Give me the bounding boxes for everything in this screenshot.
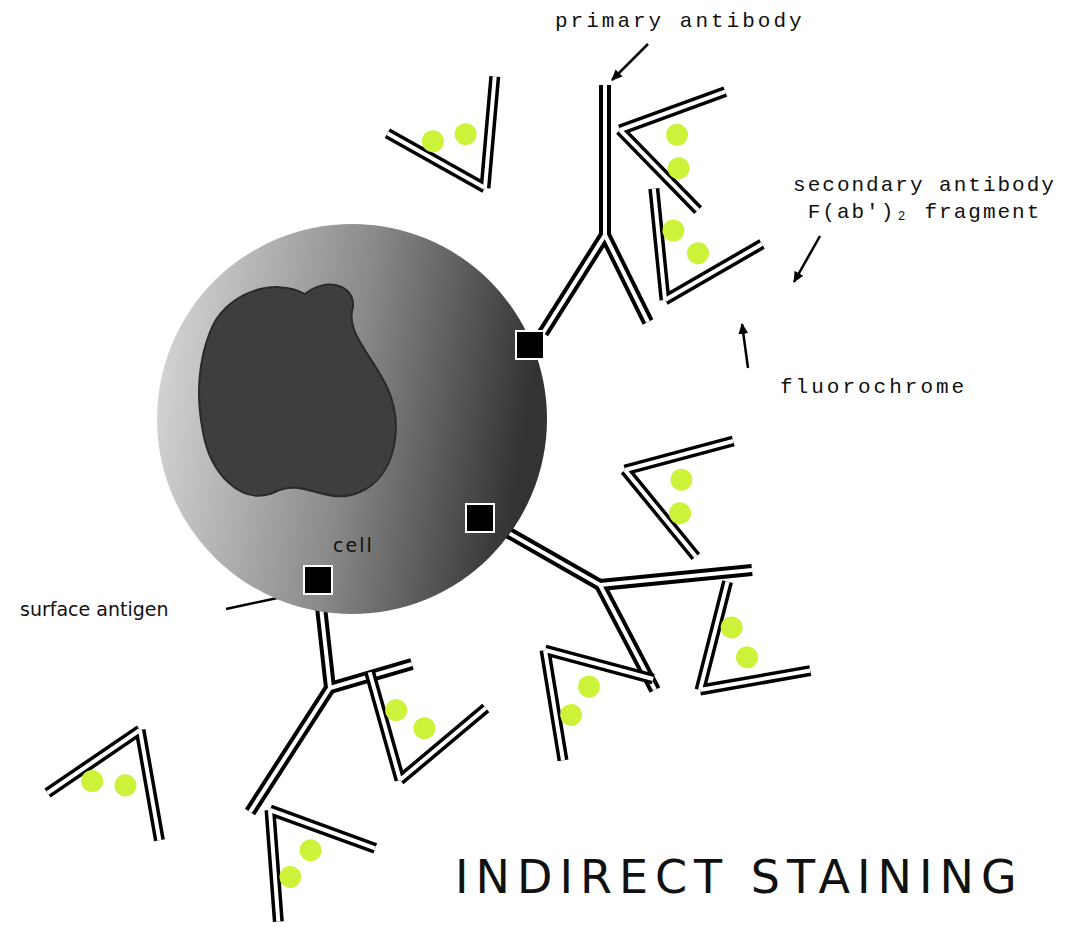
- part-label: primary antibody: [555, 10, 805, 33]
- nucleus: [199, 285, 396, 497]
- surface-antigen: [516, 331, 544, 359]
- cell-outline: [155, 222, 550, 617]
- part-label: fluorochrome: [780, 376, 967, 399]
- part-label: secondary antibody F(ab')₂ fragment: [772, 172, 1077, 227]
- part-label: surface antigen: [20, 598, 168, 620]
- surface-antigen: [466, 504, 494, 532]
- diagram-title: INDIRECT STAINING: [455, 850, 1024, 904]
- cell-body: [157, 224, 547, 614]
- cell-circle: cell: [155, 222, 550, 617]
- surface-antigen: [304, 566, 332, 594]
- cell-label: cell: [333, 534, 374, 556]
